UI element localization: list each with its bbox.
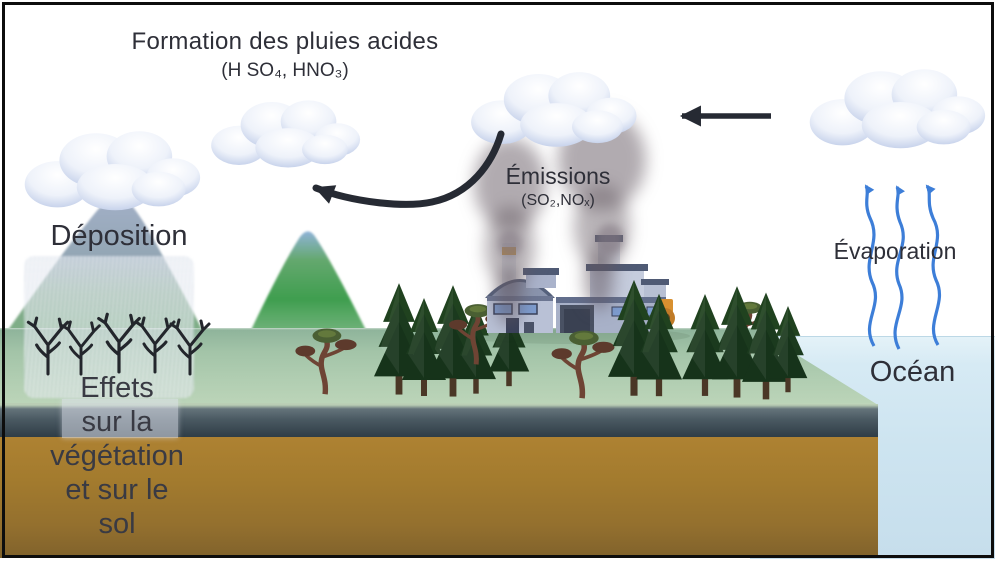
evaporation-label: Évaporation — [833, 238, 957, 264]
title-formula: (H SO₄, HNO₃) — [221, 59, 349, 81]
smoke-puff-icon — [498, 230, 522, 258]
effects-line: Effets — [80, 372, 154, 404]
effects-line: végétation — [50, 440, 184, 472]
effects-line: et sur le — [65, 474, 169, 506]
effects-label: Effets sur la végétation et sur le sol — [8, 371, 226, 541]
label-highlight-box — [62, 399, 178, 438]
emissions-label: Émissions — [505, 163, 611, 189]
evaporation-arrow-icon — [925, 184, 942, 346]
effects-line: sur la — [81, 406, 153, 438]
emissions-block: Émissions (SO₂,NOₓ) — [468, 163, 648, 211]
evaporation-arrows-icon — [864, 184, 942, 350]
ocean-label: Océan — [869, 356, 956, 388]
evaporation-arrow-icon — [893, 185, 905, 350]
effects-line: sol — [98, 508, 136, 540]
emissions-formula: (SO₂,NOₓ) — [521, 192, 595, 210]
page-title: Formation des pluies acides — [131, 28, 439, 55]
title-block: Formation des pluies acides (H SO₄, HNO₃… — [120, 28, 450, 81]
smoke-puff-icon — [596, 224, 624, 254]
deposition-label: Déposition — [50, 220, 188, 252]
evaporation-arrow-icon — [864, 184, 878, 347]
mountain-far-icon — [0, 194, 214, 354]
deposition-arrow-icon — [312, 130, 505, 208]
